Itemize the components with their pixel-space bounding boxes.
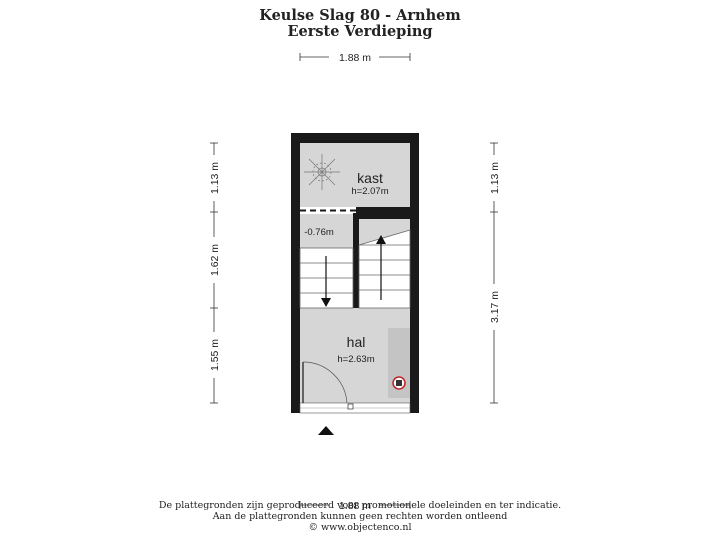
top-width-label: 1.88 m xyxy=(339,52,371,64)
smoke-detector-icon xyxy=(392,376,406,390)
stair-divider-wall xyxy=(353,213,359,308)
stairs-down xyxy=(299,247,354,309)
light-fixture-icon xyxy=(304,154,340,190)
entrance-arrow-icon xyxy=(318,426,334,435)
right-dim-label-2: 3.17 m xyxy=(489,291,501,323)
plan-subtitle: Eerste Verdieping xyxy=(287,23,433,40)
left-dim-label-2: 1.62 m xyxy=(209,244,221,276)
kast-room-height: h=2.07m xyxy=(351,186,388,197)
right-dimensions: 1.13 m 3.17 m xyxy=(487,142,501,404)
stairs-up xyxy=(358,229,411,309)
right-dim-label-1: 1.13 m xyxy=(489,162,501,194)
bottom-dimension: 1.88 m xyxy=(299,498,411,512)
plan-title: Keulse Slag 80 - Arnhem xyxy=(259,7,461,24)
left-dimensions: 1.13 m 1.62 m 1.55 m xyxy=(207,142,221,404)
stair-top-wall xyxy=(359,213,410,219)
top-dimension: 1.88 m xyxy=(299,50,411,64)
hal-room-name: hal xyxy=(347,334,366,350)
hal-room-height: h=2.63m xyxy=(337,354,374,365)
left-dim-label-1: 1.13 m xyxy=(209,162,221,194)
footer-line-3: © www.objectenco.nl xyxy=(308,522,412,533)
dashed-opening xyxy=(300,207,356,214)
landing-level-label: -0.76m xyxy=(304,227,334,238)
kast-room-name: kast xyxy=(357,170,383,186)
footer-line-2: Aan de plattegronden kunnen geen rechten… xyxy=(212,511,508,522)
footer-line-1: De plattegronden zijn geproduceerd voor … xyxy=(158,500,562,511)
bottom-width-label: 1.88 m xyxy=(339,500,371,512)
left-dim-label-3: 1.55 m xyxy=(209,339,221,371)
entrance-door xyxy=(299,361,411,414)
